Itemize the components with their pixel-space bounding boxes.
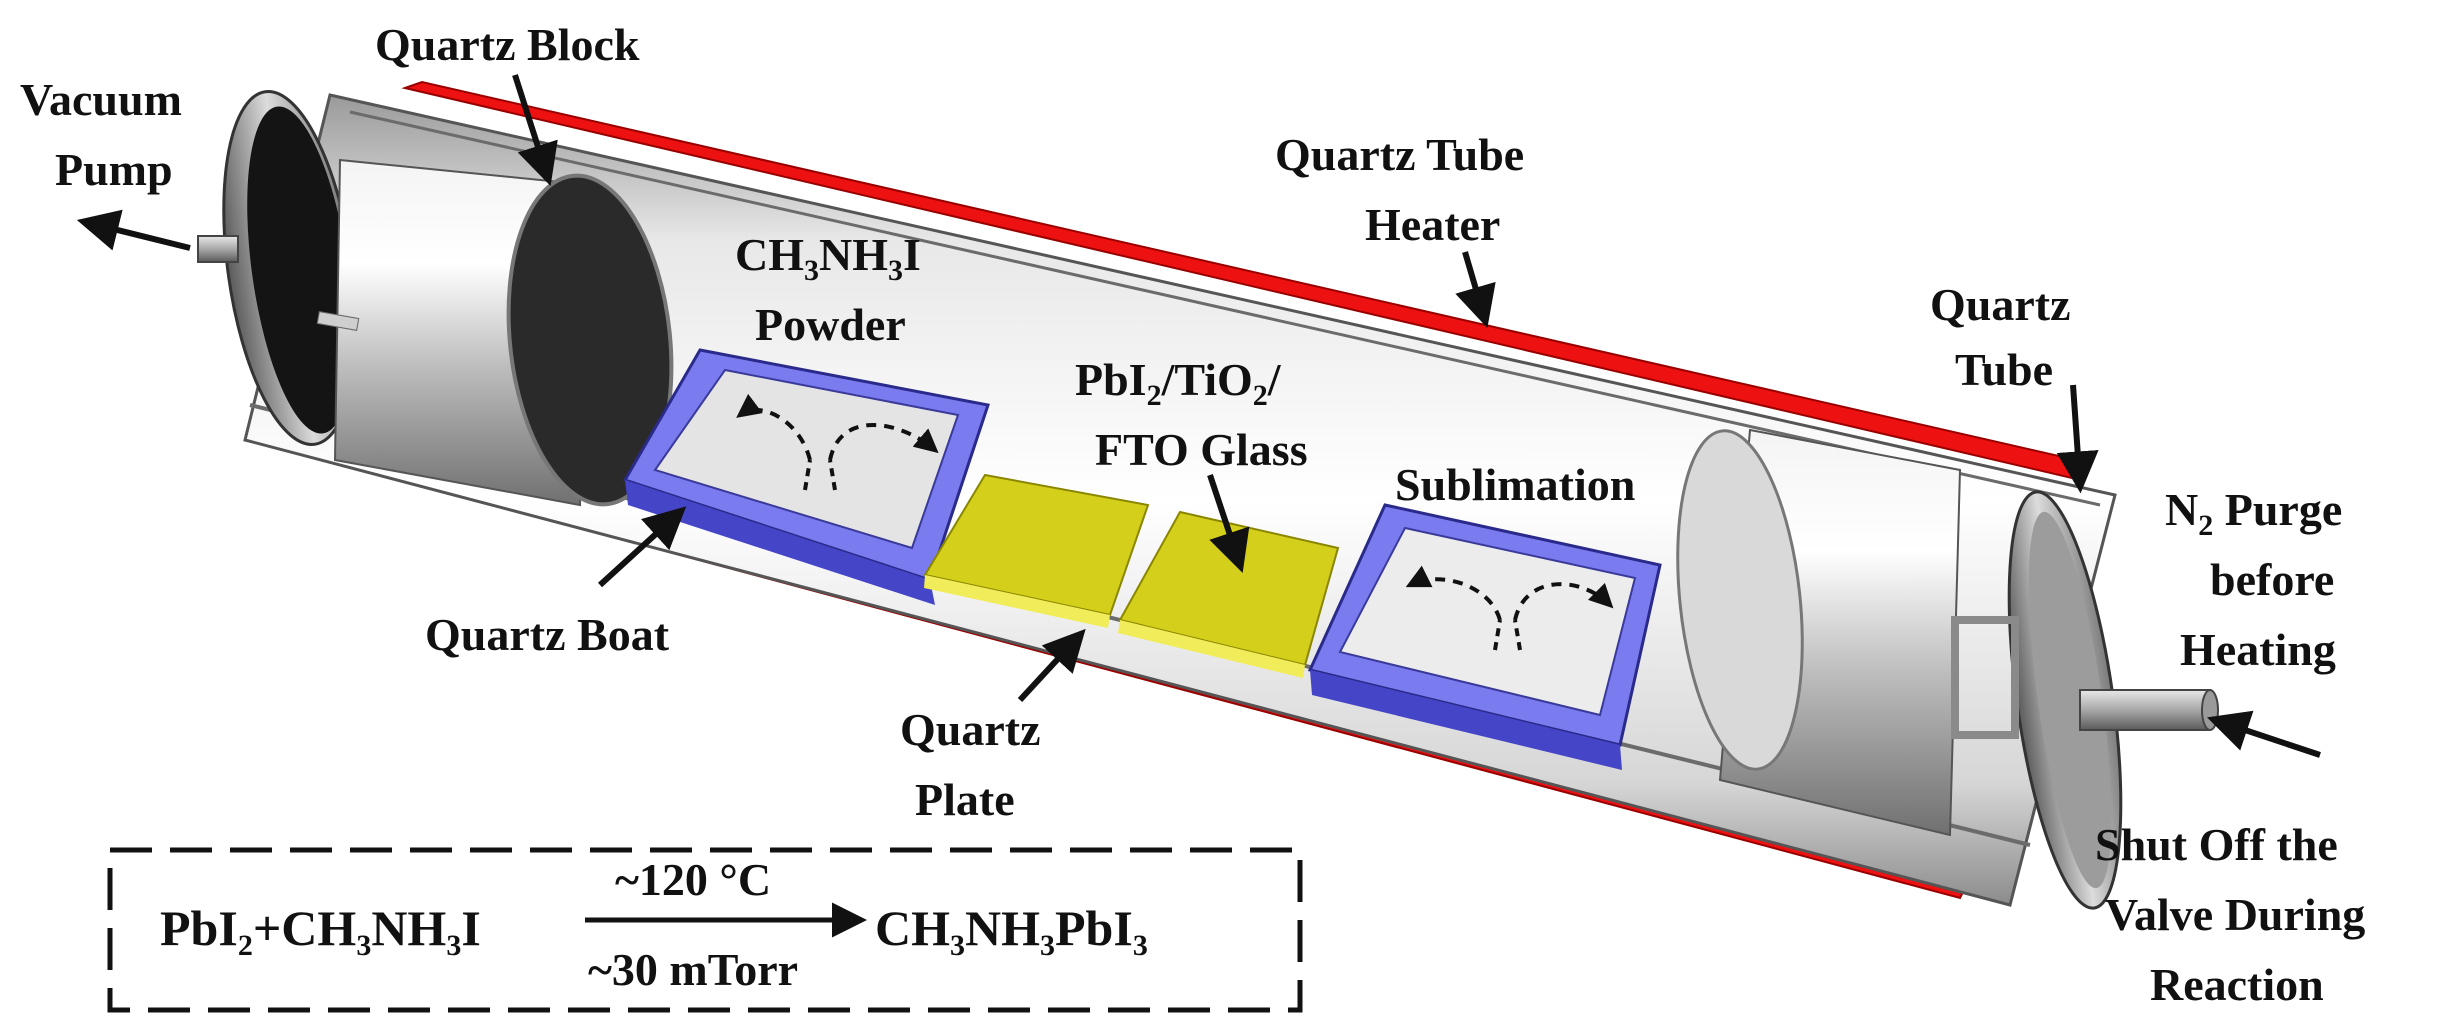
- right-quartz-boat-front: [1310, 670, 1622, 770]
- quartz-block-face: [506, 173, 674, 507]
- left-quartz-boat-front: [625, 480, 935, 605]
- sublimation-vapor-arrow-right-2: [1513, 582, 1614, 621]
- sublimation-vapor-arrow-right: [828, 423, 939, 461]
- quartz-plate-arrow: [1017, 628, 1086, 703]
- label-valve-during: Valve During: [2105, 889, 2365, 940]
- right-quartz-block-face: [1676, 429, 1804, 771]
- quartz-block-rod: [316, 311, 360, 331]
- n2-inlet-pipe: [2079, 689, 2211, 731]
- label-pump: Pump: [55, 144, 173, 195]
- label-before: before: [2210, 554, 2334, 605]
- sublimation-vapor-stem-2: [1493, 619, 1522, 651]
- left-end-opening: [247, 106, 353, 434]
- quartz-boat-arrow: [597, 506, 687, 588]
- label-quartz-tube-heater-1: Quartz Tube: [1275, 129, 1524, 180]
- vacuum-outlet-pipe: [197, 235, 239, 263]
- label-powder: Powder: [755, 299, 906, 350]
- sublimation-vapor-arrow-left: [736, 393, 812, 461]
- label-quartz-boat: Quartz Boat: [425, 609, 670, 660]
- label-reaction: Reaction: [2150, 959, 2324, 1010]
- tube-heater-arrow: [1455, 251, 1496, 329]
- sublimation-vapor-stem: [803, 459, 837, 491]
- tube-inner-edge: [349, 110, 2101, 507]
- vacuum-pump-arrow: [76, 209, 191, 251]
- label-quartz-tube-1: Quartz: [1930, 279, 2071, 330]
- n2-purge-arrow: [2207, 710, 2321, 758]
- substrate-arrow: [1207, 474, 1250, 573]
- label-quartz-plate-1: Quartz: [900, 704, 1041, 755]
- right-end-cap-face: [2028, 511, 2112, 889]
- label-quartz-plate-2: Plate: [915, 774, 1015, 825]
- label-shut-off: Shut Off the: [2095, 819, 2338, 870]
- label-mai-formula: CH3NH3I: [735, 229, 921, 287]
- label-quartz-tube-heater-2: Heater: [1365, 199, 1500, 250]
- label-substrate-formula: PbI2/TiO2/: [1075, 354, 1282, 412]
- equation-product: CH3NH3PbI3: [875, 900, 1148, 962]
- equation-temperature: ~120 °C: [615, 854, 771, 905]
- substrate-right-edge: [1118, 620, 1305, 678]
- equation-pressure: ~30 mTorr: [588, 944, 798, 995]
- left-quartz-boat-inside: [653, 368, 960, 550]
- label-n2-purge: N2 Purge: [2165, 484, 2342, 542]
- label-fto-glass: FTO Glass: [1095, 424, 1308, 475]
- label-quartz-tube-2: Tube: [1955, 344, 2053, 395]
- reaction-equation-box: [107, 847, 1303, 1013]
- label-heating: Heating: [2180, 624, 2336, 675]
- valve-handle: [1951, 616, 2019, 739]
- equation-reactants: PbI2+CH3NH3I: [160, 900, 481, 962]
- label-quartz-block: Quartz Block: [375, 19, 640, 70]
- quartz-tube-arrow: [2056, 384, 2099, 494]
- substrate-left-edge: [924, 575, 1110, 628]
- quartz-block-arrow: [512, 74, 558, 186]
- label-sublimation: Sublimation: [1395, 459, 1635, 510]
- sublimation-vapor-arrow-left-2: [1405, 565, 1502, 621]
- label-vacuum: Vacuum: [20, 74, 182, 125]
- n2-inlet-pipe-end: [2201, 689, 2219, 731]
